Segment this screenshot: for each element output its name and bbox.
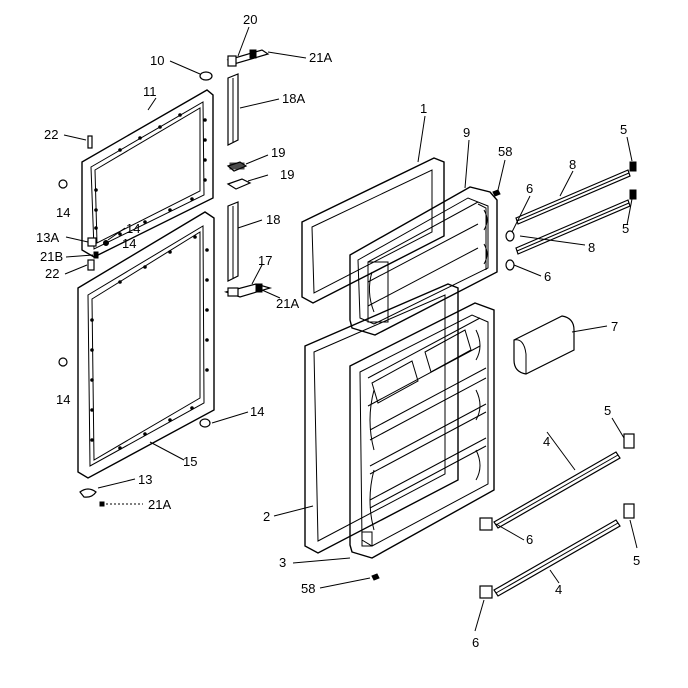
callout-14-b: 14 <box>126 221 140 236</box>
callout-20: 20 <box>243 12 257 27</box>
callout-13: 13 <box>138 472 152 487</box>
trim-strip-8-a <box>515 169 631 225</box>
callout-5-d: 5 <box>633 553 640 568</box>
part-13a-bracket <box>87 237 97 247</box>
part-58-screw-top <box>492 189 501 197</box>
callout-14-a: 14 <box>56 205 70 220</box>
part-22-screw-bot <box>87 259 95 271</box>
freezer-door-9 <box>349 186 498 336</box>
callout-1: 1 <box>420 101 427 116</box>
part-14-plug-c <box>58 357 68 367</box>
part-13-hinge-cover <box>79 488 97 498</box>
callout-6-b: 6 <box>544 269 551 284</box>
callout-11: 11 <box>143 84 157 99</box>
callout-6-c: 6 <box>526 532 533 547</box>
part-14-plug-a <box>58 179 68 189</box>
callout-6-d: 6 <box>472 635 479 650</box>
part-14-plug-b <box>103 240 109 246</box>
callout-4-a: 4 <box>543 434 550 449</box>
callout-14-d: 14 <box>56 392 70 407</box>
callout-13a: 13A <box>36 230 59 245</box>
callout-58-top: 58 <box>498 144 512 159</box>
callout-14-e: 14 <box>250 404 264 419</box>
callout-18: 18 <box>266 212 280 227</box>
callout-8-a: 8 <box>569 157 576 172</box>
callout-19-a: 19 <box>271 145 285 160</box>
callout-2: 2 <box>263 509 270 524</box>
trim-strip-4-b <box>493 519 621 597</box>
callout-21a-bot: 21A <box>148 497 171 512</box>
freezer-door-frame <box>81 89 214 258</box>
fresh-food-door-3 <box>349 302 495 559</box>
leader-lines <box>63 26 638 632</box>
callout-labels: 20 21A 10 11 18A 1 9 58 5 22 19 19 8 6 5… <box>36 12 640 650</box>
part-58-screw-bot <box>371 573 380 581</box>
fresh-food-door-frame <box>77 211 215 479</box>
callout-19-b: 19 <box>280 167 294 182</box>
callout-9: 9 <box>463 125 470 140</box>
callout-15: 15 <box>183 454 197 469</box>
part-10-cap <box>199 71 213 81</box>
callout-14-c: 14 <box>122 236 136 251</box>
callout-18a: 18A <box>282 91 305 106</box>
freezer-gasket-1 <box>301 157 445 304</box>
callout-5-b: 5 <box>622 221 629 236</box>
handle-18 <box>227 201 239 282</box>
callout-22-top: 22 <box>44 127 58 142</box>
part-22-screw-top <box>87 135 93 149</box>
callout-8-b: 8 <box>588 240 595 255</box>
callout-4-b: 4 <box>555 582 562 597</box>
callout-5-c: 5 <box>604 403 611 418</box>
callout-17: 17 <box>258 253 272 268</box>
handle-18a <box>227 73 239 146</box>
part-14-plug-d <box>199 418 211 428</box>
callout-5-a: 5 <box>620 122 627 137</box>
callout-58-bot: 58 <box>301 581 315 596</box>
callout-21a-top: 21A <box>309 50 332 65</box>
part-21b-screw <box>93 251 99 259</box>
fresh-food-gasket-2 <box>304 283 459 554</box>
end-caps-bottom <box>479 433 635 599</box>
dairy-door-7 <box>513 315 575 375</box>
trim-strip-4-a <box>493 451 621 529</box>
part-19-a <box>226 161 248 172</box>
callout-7: 7 <box>611 319 618 334</box>
callout-21b: 21B <box>40 249 63 264</box>
callout-10: 10 <box>150 53 164 68</box>
top-hinge-20 <box>226 49 270 67</box>
callout-21a-mid: 21A <box>276 296 299 311</box>
center-hinge-17 <box>223 283 273 298</box>
callout-6-a: 6 <box>526 181 533 196</box>
part-19-b <box>226 178 252 190</box>
callout-3: 3 <box>279 555 286 570</box>
end-caps-top <box>505 161 637 271</box>
trim-strip-8-b <box>515 199 631 255</box>
callout-22-bot: 22 <box>45 266 59 281</box>
part-21a-screw-bot <box>99 501 105 507</box>
